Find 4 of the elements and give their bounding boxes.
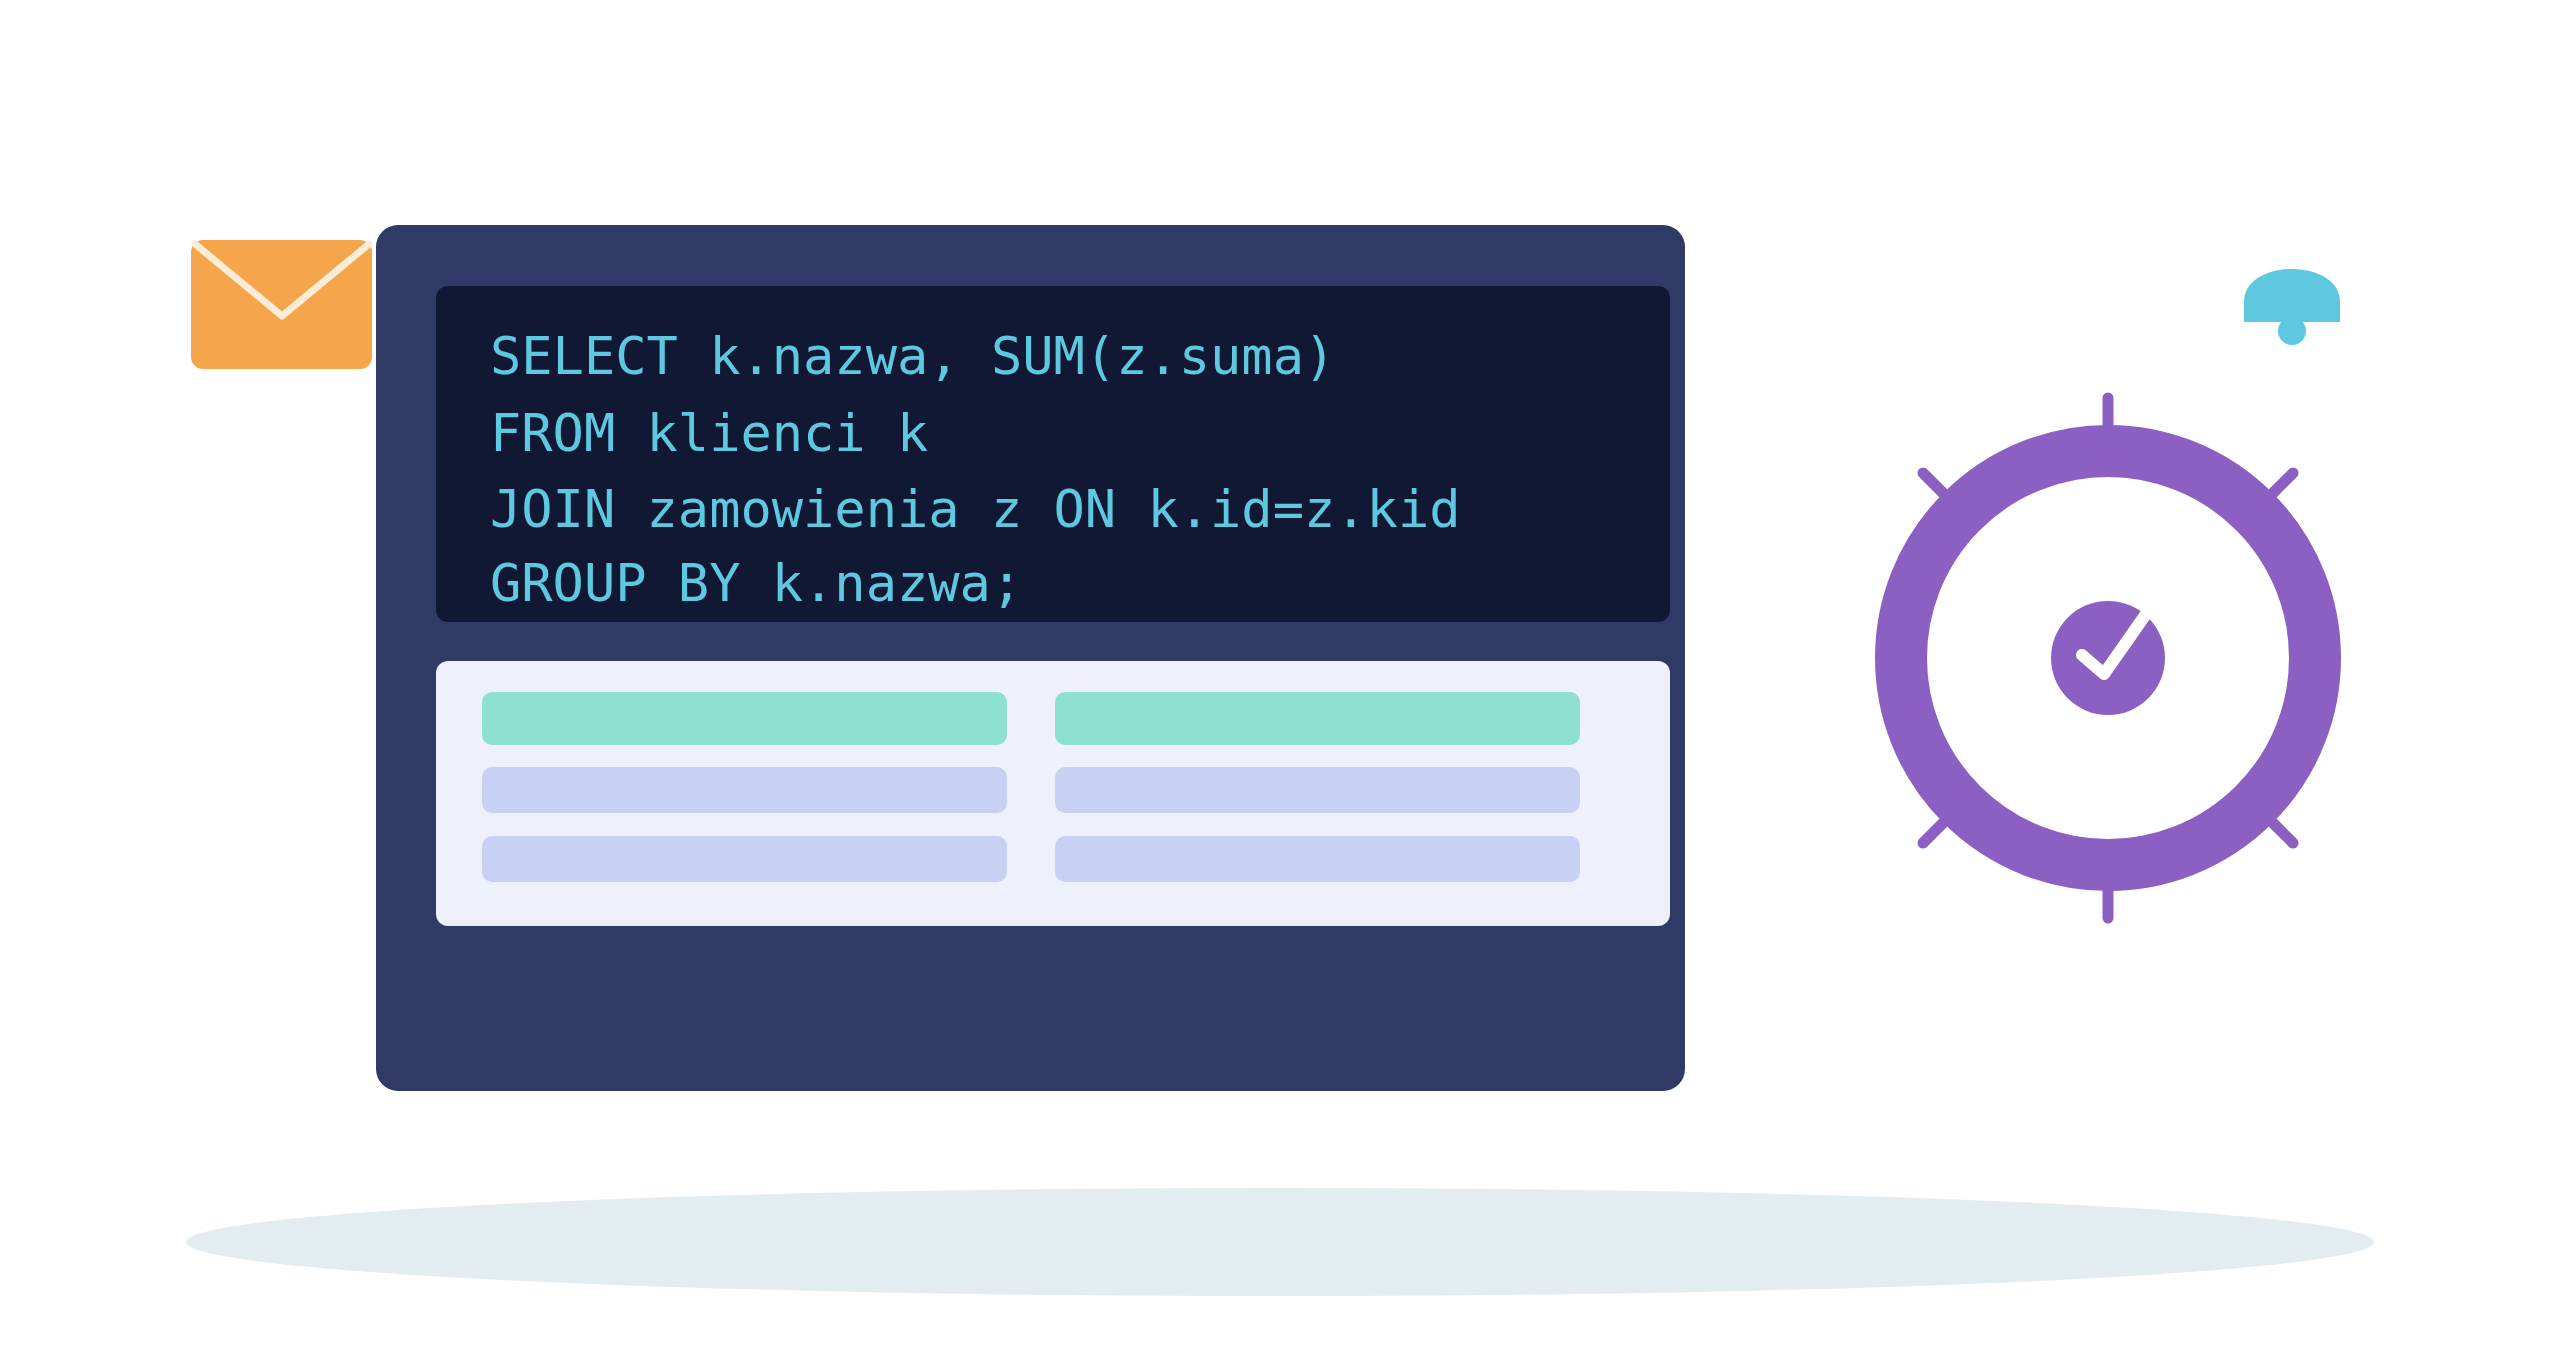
code-line: FROM klienci k [490,402,929,464]
code-line: JOIN zamowienia z ON k.id=z.kid [490,478,1461,540]
code-line: GROUP BY k.nazwa; [490,552,1023,614]
code-line: SELECT k.nazwa, SUM(z.suma) [490,325,1336,387]
